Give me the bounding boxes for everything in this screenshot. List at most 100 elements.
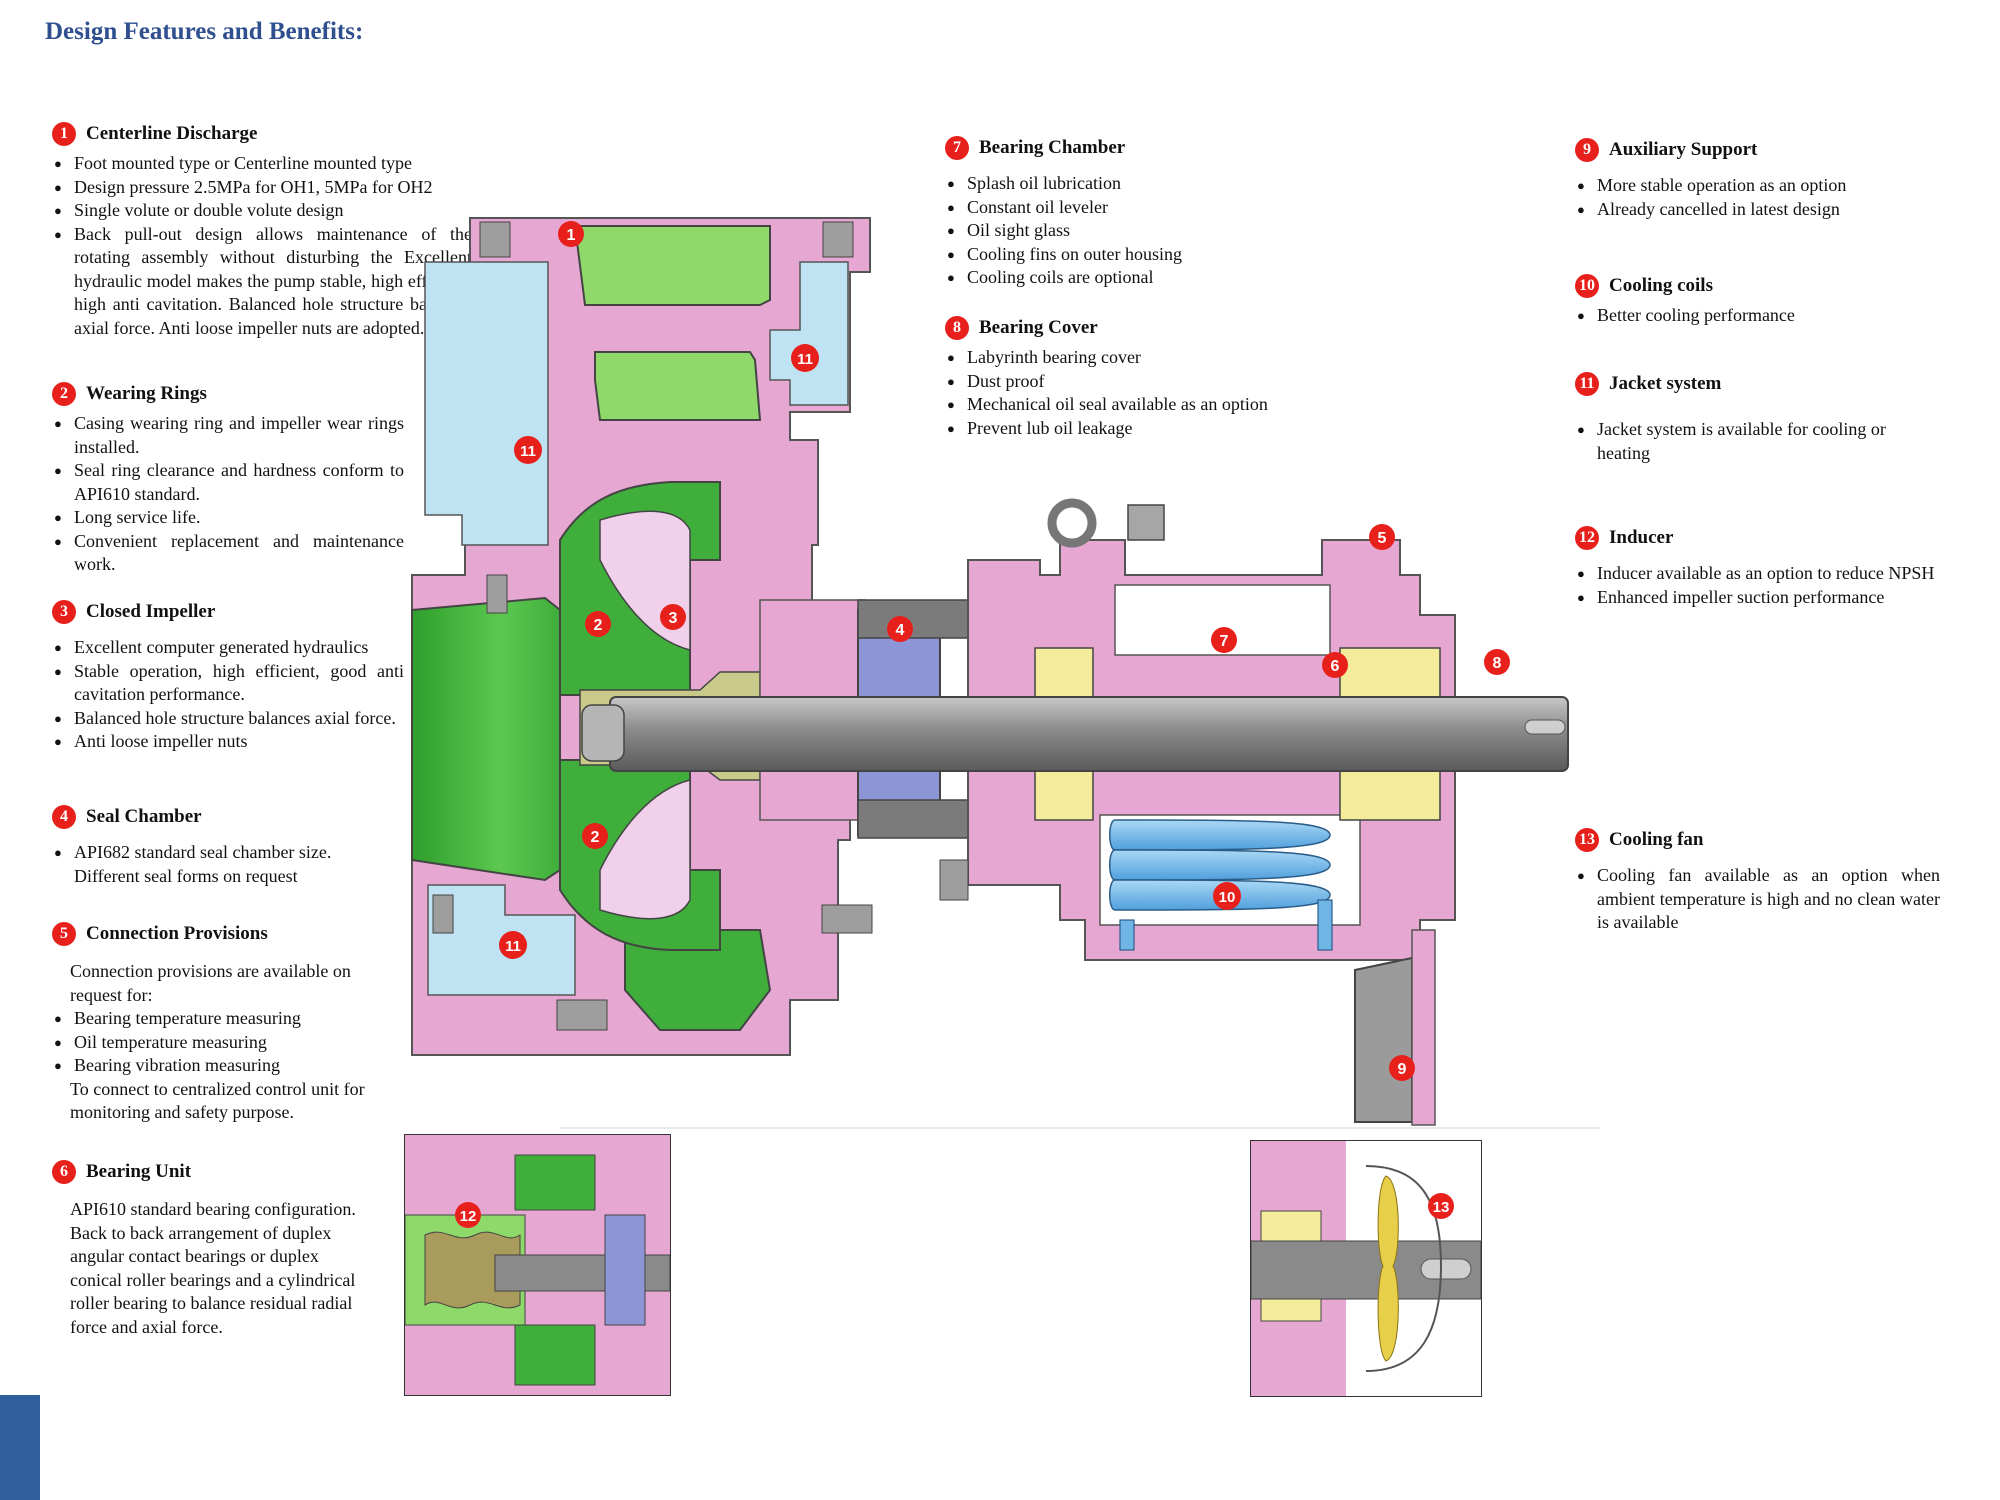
section-title: Jacket system bbox=[1609, 373, 1722, 395]
section-title: Centerline Discharge bbox=[86, 123, 258, 145]
bolt bbox=[939, 859, 969, 901]
feature-item: Single volute or double volute design bbox=[52, 199, 472, 223]
feature-item: Bearing temperature measuring bbox=[52, 1007, 392, 1031]
marker-2: 2 bbox=[591, 829, 600, 846]
marker-4: 4 bbox=[896, 622, 905, 639]
volute-upper bbox=[594, 351, 762, 421]
feature-list: Splash oil lubrication Constant oil leve… bbox=[945, 172, 1275, 290]
badge-12: 12 bbox=[1575, 526, 1599, 550]
shaft bbox=[609, 696, 1569, 772]
marker-5: 5 bbox=[1378, 530, 1387, 547]
inducer-detail-drawing: 12 bbox=[404, 1135, 671, 1395]
section-closed-impeller: 3 Closed Impeller Excellent computer gene… bbox=[52, 600, 404, 754]
badge-9: 9 bbox=[1575, 138, 1599, 162]
section-title: Inducer bbox=[1609, 527, 1674, 549]
feature-item: Casing wearing ring and impeller wear ri… bbox=[52, 412, 404, 459]
feature-list: Jacket system is available for cooling o… bbox=[1575, 418, 1895, 465]
cooling-fan-detail-drawing: 13 bbox=[1250, 1141, 1482, 1396]
suction-inlet bbox=[411, 596, 561, 882]
section-intro: Connection provisions are available on r… bbox=[70, 961, 351, 1005]
lifting-eye bbox=[1047, 498, 1097, 548]
support-leg bbox=[1411, 929, 1436, 1126]
section-title: Connection Provisions bbox=[86, 923, 268, 945]
section-cooling-coils: 10 Cooling coils Better cooling performan… bbox=[1575, 274, 1935, 328]
feature-item: Bearing vibration measuring bbox=[52, 1054, 392, 1078]
section-title: Cooling coils bbox=[1609, 275, 1713, 297]
inset-cooling-fan: 13 bbox=[1250, 1140, 1482, 1397]
badge-10: 10 bbox=[1575, 274, 1599, 298]
feature-item: Labyrinth bearing cover bbox=[945, 346, 1305, 370]
badge-8: 8 bbox=[945, 316, 969, 340]
thrust-bearing bbox=[1339, 647, 1441, 699]
marker-10: 10 bbox=[1219, 889, 1236, 906]
feature-item: Design pressure 2.5MPa for OH1, 5MPa for… bbox=[52, 176, 472, 200]
section-title: Closed Impeller bbox=[86, 601, 216, 623]
section-centerline-discharge: 1 Centerline Discharge Foot mounted type … bbox=[52, 122, 472, 340]
feature-item: Cooling fan available as an option when … bbox=[1575, 864, 1940, 935]
marker-11: 11 bbox=[505, 938, 521, 955]
marker-3: 3 bbox=[669, 610, 678, 627]
bolt bbox=[486, 574, 508, 614]
feature-list: Inducer available as an option to reduce… bbox=[1575, 562, 1940, 609]
marker-2: 2 bbox=[594, 617, 603, 634]
marker-1: 1 bbox=[567, 227, 576, 244]
inset-inducer: 12 bbox=[404, 1134, 671, 1396]
bolt bbox=[556, 999, 608, 1031]
marker-6: 6 bbox=[1331, 658, 1340, 675]
page-accent-bar bbox=[0, 1395, 40, 1500]
feature-item: Mechanical oil seal available as an opti… bbox=[945, 393, 1305, 417]
seal-gland-lower bbox=[857, 799, 969, 839]
section-title: Bearing Chamber bbox=[979, 137, 1126, 159]
marker-9: 9 bbox=[1398, 1061, 1407, 1078]
feature-item: Cooling fins on outer housing bbox=[945, 243, 1275, 267]
feature-item: Balanced hole structure balances axial f… bbox=[52, 707, 404, 731]
feature-list: API682 standard seal chamber size. Diffe… bbox=[52, 841, 392, 888]
feature-item: More stable operation as an option bbox=[1575, 174, 1935, 198]
badge-3: 3 bbox=[52, 600, 76, 624]
feature-item: Dust proof bbox=[945, 370, 1305, 394]
section-title: Seal Chamber bbox=[86, 806, 202, 828]
shaft-keyway bbox=[1524, 719, 1566, 735]
impeller-nut bbox=[581, 704, 625, 762]
feature-list: Cooling fan available as an option when … bbox=[1575, 864, 1940, 935]
feature-item: API682 standard seal chamber size. Diffe… bbox=[52, 841, 392, 888]
feature-item: Foot mounted type or Centerline mounted … bbox=[52, 152, 472, 176]
discharge-nozzle bbox=[573, 225, 771, 306]
feature-item: Splash oil lubrication bbox=[945, 172, 1275, 196]
feature-item: Enhanced impeller suction performance bbox=[1575, 586, 1940, 610]
marker-7: 7 bbox=[1220, 633, 1229, 650]
bolt bbox=[432, 894, 454, 934]
feature-item: Back pull-out design allows maintenance … bbox=[52, 223, 472, 341]
section-title: Cooling fan bbox=[1609, 829, 1704, 851]
badge-1: 1 bbox=[52, 122, 76, 146]
feature-item: Long service life. bbox=[52, 506, 404, 530]
badge-6: 6 bbox=[52, 1160, 76, 1184]
feature-item: Convenient replacement and maintenance w… bbox=[52, 530, 404, 577]
feature-list: Better cooling performance bbox=[1575, 304, 1935, 328]
bolt bbox=[821, 904, 873, 934]
impeller-vane-lower bbox=[599, 779, 691, 920]
feature-item: Prevent lub oil leakage bbox=[945, 417, 1305, 441]
badge-11: 11 bbox=[1575, 372, 1599, 396]
feature-item: Oil temperature measuring bbox=[52, 1031, 392, 1055]
breather-plug bbox=[1127, 504, 1165, 541]
feature-list: More stable operation as an option Alrea… bbox=[1575, 174, 1935, 221]
bolt bbox=[479, 221, 511, 258]
feature-item: Oil sight glass bbox=[945, 219, 1275, 243]
seal-gland bbox=[857, 599, 969, 639]
section-text: API610 standard bearing configuration. B… bbox=[70, 1199, 356, 1337]
feature-list: Excellent computer generated hydraulics … bbox=[52, 636, 404, 754]
feature-list: Bearing temperature measuring Oil temper… bbox=[52, 1007, 392, 1078]
feature-item: Already cancelled in latest design bbox=[1575, 198, 1935, 222]
radial-bearing-lower bbox=[1034, 769, 1094, 821]
marker-12: 12 bbox=[460, 1208, 477, 1225]
section-inducer: 12 Inducer Inducer available as an option… bbox=[1575, 526, 1940, 609]
feature-item: Anti loose impeller nuts bbox=[52, 730, 404, 754]
